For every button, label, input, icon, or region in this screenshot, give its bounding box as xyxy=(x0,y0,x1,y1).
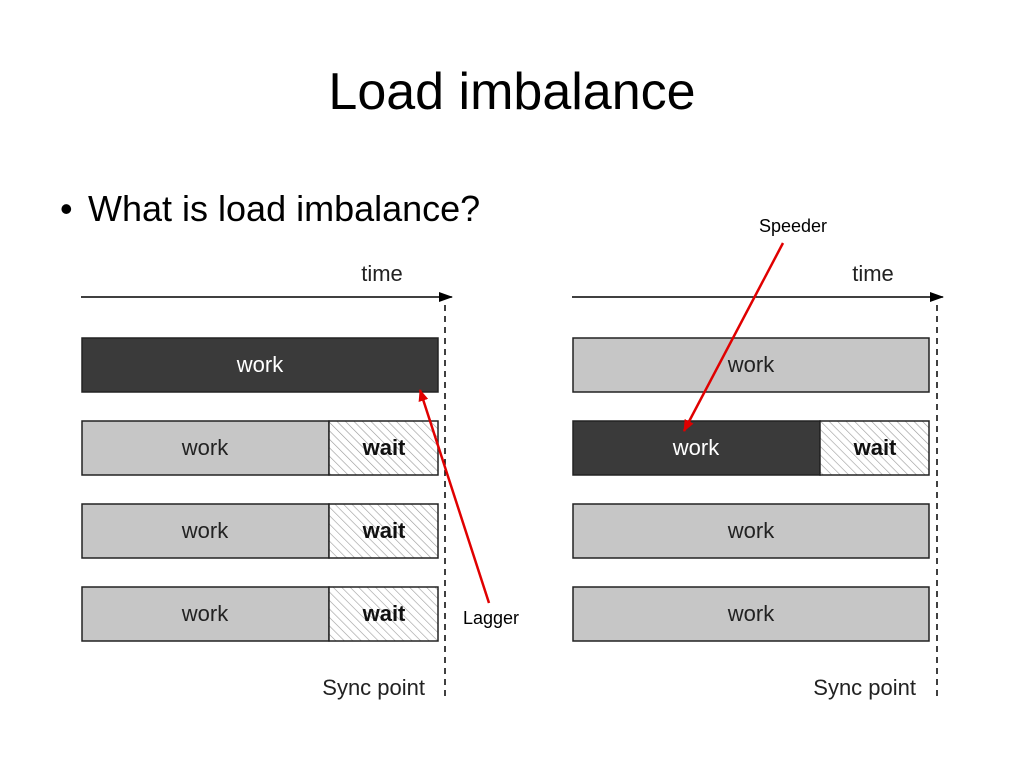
left-wait-bar-3 xyxy=(328,503,439,559)
left-work-label-3: work xyxy=(181,518,229,543)
lagger-arrow xyxy=(418,389,491,604)
left-work-bar-4 xyxy=(81,586,330,642)
speeder-label: Speeder xyxy=(759,216,827,236)
left-wait-bar-2 xyxy=(328,420,439,476)
bullet-item: • What is load imbalance? xyxy=(60,188,480,230)
right-work-label-3: work xyxy=(727,518,775,543)
left-diagram: time work work wait work wait work wait … xyxy=(81,261,519,700)
right-work-label-2: work xyxy=(672,435,720,460)
left-wait-label-3: wait xyxy=(362,518,406,543)
right-work-label-1: work xyxy=(727,352,775,377)
left-wait-label-4: wait xyxy=(362,601,406,626)
left-sync-label: Sync point xyxy=(322,675,425,700)
right-wait-label-2: wait xyxy=(853,435,897,460)
right-work-bar-4 xyxy=(572,586,930,642)
slide-title: Load imbalance xyxy=(328,63,696,121)
left-work-bar-1 xyxy=(81,337,439,393)
right-work-bar-2 xyxy=(572,420,821,476)
left-work-label-4: work xyxy=(181,601,229,626)
left-time-label: time xyxy=(361,261,403,286)
bullet-text: What is load imbalance? xyxy=(88,188,481,229)
bullet-dot: • xyxy=(60,188,73,229)
left-work-bar-3 xyxy=(81,503,330,559)
right-sync-label: Sync point xyxy=(813,675,916,700)
left-work-label-2: work xyxy=(181,435,229,460)
right-work-bar-3 xyxy=(572,503,930,559)
right-work-label-4: work xyxy=(727,601,775,626)
right-diagram: time work work wait work work Sync point… xyxy=(572,216,944,700)
lagger-label: Lagger xyxy=(463,608,519,628)
left-wait-bar-4 xyxy=(328,586,439,642)
speeder-arrow xyxy=(682,242,785,432)
right-wait-bar-2 xyxy=(819,420,930,476)
right-time-label: time xyxy=(852,261,894,286)
right-work-bar-1 xyxy=(572,337,930,393)
left-wait-label-2: wait xyxy=(362,435,406,460)
left-work-label-1: work xyxy=(236,352,284,377)
